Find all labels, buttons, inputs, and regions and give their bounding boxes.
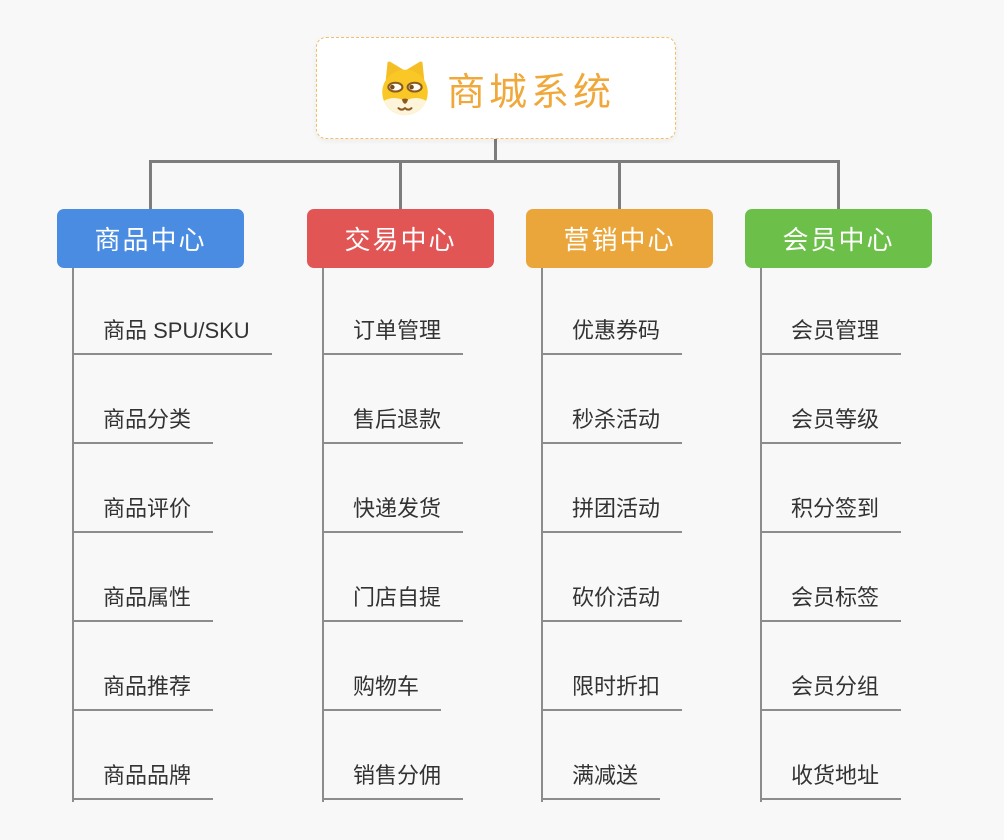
leaf-node[interactable]: 商品 SPU/SKU [72, 315, 272, 355]
connector-drop-trade [399, 161, 402, 210]
root-title: 商城系统 [446, 71, 615, 114]
branch-line-marketing [541, 268, 543, 802]
branch-header-product[interactable]: 商品中心 [57, 209, 244, 268]
branch-marketing-center: 营销中心 优惠券码 秒杀活动 拼团活动 砍价活动 限时折扣 满减送 [526, 209, 786, 819]
leaf-node[interactable]: 销售分佣 [322, 760, 464, 800]
branch-header-member[interactable]: 会员中心 [745, 209, 932, 268]
connector-drop-member [837, 161, 840, 210]
leaf-node[interactable]: 售后退款 [322, 404, 464, 444]
leaf-node[interactable]: 砍价活动 [541, 582, 683, 622]
leaf-node[interactable]: 会员分组 [760, 671, 902, 711]
root-node[interactable]: 商城系统 [316, 37, 676, 139]
branch-header-trade[interactable]: 交易中心 [307, 209, 494, 268]
branch-product-center: 商品中心 商品 SPU/SKU 商品分类 商品评价 商品属性 商品推荐 商品品牌 [57, 209, 317, 819]
leaf-node[interactable]: 会员标签 [760, 582, 902, 622]
branch-line-product [72, 268, 74, 802]
branch-header-marketing[interactable]: 营销中心 [526, 209, 713, 268]
leaf-node[interactable]: 会员等级 [760, 404, 902, 444]
connector-drop-marketing [618, 161, 621, 210]
leaf-node[interactable]: 限时折扣 [541, 671, 683, 711]
leaf-node[interactable]: 商品推荐 [72, 671, 214, 711]
dog-face-icon [382, 61, 428, 116]
leaf-node[interactable]: 拼团活动 [541, 493, 683, 533]
branch-line-trade [322, 268, 324, 802]
leaf-node[interactable]: 积分签到 [760, 493, 902, 533]
leaf-node[interactable]: 商品品牌 [72, 760, 214, 800]
leaf-node[interactable]: 购物车 [322, 671, 442, 711]
leaf-node[interactable]: 秒杀活动 [541, 404, 683, 444]
branch-line-member [760, 268, 762, 802]
leaf-node[interactable]: 满减送 [541, 760, 661, 800]
leaf-node[interactable]: 商品属性 [72, 582, 214, 622]
leaf-node[interactable]: 快递发货 [322, 493, 464, 533]
branch-member-center: 会员中心 会员管理 会员等级 积分签到 会员标签 会员分组 收货地址 [745, 209, 1004, 819]
leaf-node[interactable]: 订单管理 [322, 315, 464, 355]
connector-horizontal-bar [149, 160, 840, 163]
leaf-node[interactable]: 收货地址 [760, 760, 902, 800]
branch-trade-center: 交易中心 订单管理 售后退款 快递发货 门店自提 购物车 销售分佣 [307, 209, 567, 819]
leaf-node[interactable]: 优惠券码 [541, 315, 683, 355]
leaf-node[interactable]: 商品分类 [72, 404, 214, 444]
leaf-node[interactable]: 商品评价 [72, 493, 214, 533]
connector-root-stem [494, 139, 497, 162]
leaf-node[interactable]: 门店自提 [322, 582, 464, 622]
leaf-node[interactable]: 会员管理 [760, 315, 902, 355]
connector-drop-product [149, 161, 152, 210]
